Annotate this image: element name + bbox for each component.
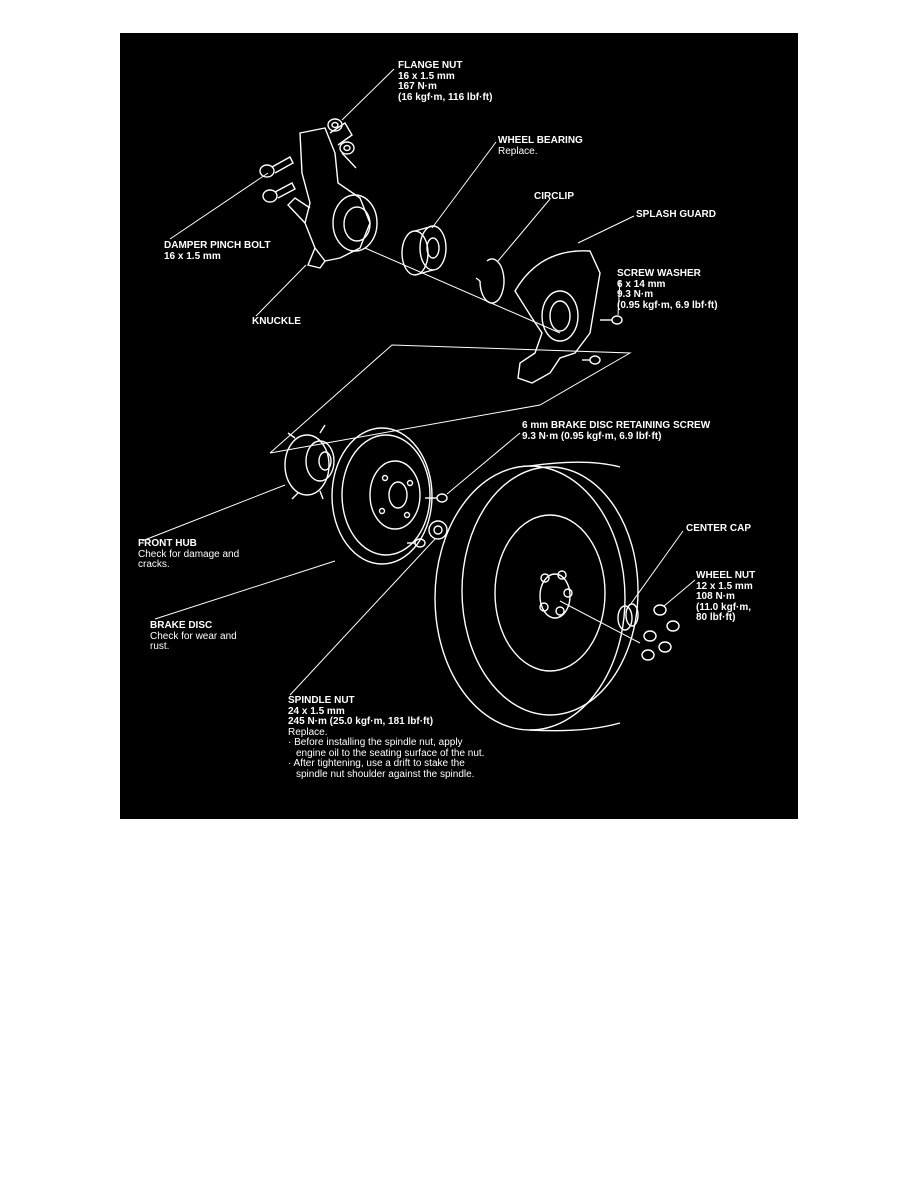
damper-pinch-bolt-part xyxy=(259,156,296,203)
callout-retaining-screw: 6 mm BRAKE DISC RETAINING SCREW 9.3 N·m … xyxy=(522,420,711,442)
flange-nut-torque: 167 N·m xyxy=(398,81,437,92)
callout-center-cap: CENTER CAP xyxy=(686,523,752,535)
flange-nut-part xyxy=(327,118,355,155)
exploded-view-illustration xyxy=(141,68,696,732)
callout-wheel-nut: WHEEL NUT 12 x 1.5 mm 108 N·m (11.0 kgf·… xyxy=(696,570,756,624)
screw-washer-size: 6 x 14 mm xyxy=(617,278,666,290)
callout-circlip: CIRCLIP xyxy=(534,191,574,203)
screw-washer-torque: 9.3 N·m xyxy=(617,289,654,300)
wheel-bearing-label: WHEEL BEARING xyxy=(498,135,583,146)
callout-brake-disc: BRAKE DISC Check for wear and rust. xyxy=(150,620,237,653)
center-cap-part xyxy=(617,603,639,631)
front-hub-label: FRONT HUB xyxy=(138,538,197,549)
spindle-nut-size: 24 x 1.5 mm xyxy=(288,705,345,717)
screw-washer-torque-alt: (0.95 kgf·m, 6.9 lbf·ft) xyxy=(617,299,718,311)
wheel-nut-torque: 108 N·m xyxy=(696,591,735,602)
flange-nut-torque-alt: (16 kgf·m, 116 lbf·ft) xyxy=(398,91,493,103)
splash-guard-part xyxy=(514,250,601,384)
wheel-nut-size: 12 x 1.5 mm xyxy=(696,580,753,592)
splash-guard-label: SPLASH GUARD xyxy=(636,209,717,220)
spindle-nut-part xyxy=(428,520,448,540)
brake-disc-part xyxy=(331,427,433,565)
callout-splash-guard: SPLASH GUARD xyxy=(636,209,717,221)
flange-nut-size: 16 x 1.5 mm xyxy=(398,70,455,82)
spindle-nut-label: SPINDLE NUT xyxy=(288,695,355,706)
knuckle-part xyxy=(287,122,378,269)
knuckle-label: KNUCKLE xyxy=(252,316,301,327)
front-hub-part xyxy=(284,424,335,500)
callout-spindle-nut: SPINDLE NUT 24 x 1.5 mm 245 N·m (25.0 kg… xyxy=(288,695,485,780)
spindle-nut-replace: Replace. xyxy=(288,726,328,738)
wheel-bearing-note: Replace. xyxy=(498,145,538,157)
retaining-screw-torque: 9.3 N·m (0.95 kgf·m, 6.9 lbf·ft) xyxy=(522,430,662,442)
circlip-part xyxy=(475,258,505,304)
callout-wheel-bearing: WHEEL BEARING Replace. xyxy=(498,135,583,157)
brake-disc-note-2: rust. xyxy=(150,641,170,652)
leader-lines xyxy=(141,68,696,696)
spindle-nut-note-2: engine oil to the seating surface of the… xyxy=(296,747,485,759)
flange-nut-label: FLANGE NUT xyxy=(398,60,463,71)
wheel-nut-label: WHEEL NUT xyxy=(696,570,756,581)
callout-knuckle: KNUCKLE xyxy=(252,316,301,328)
spindle-nut-note-4: spindle nut shoulder against the spindle… xyxy=(296,768,475,780)
brake-disc-note-1: Check for wear and xyxy=(150,630,237,642)
spindle-nut-note-3: · After tightening, use a drift to stake… xyxy=(288,758,465,769)
brake-disc-label: BRAKE DISC xyxy=(150,620,213,631)
wheel-nut-part xyxy=(641,604,680,661)
spindle-nut-torque: 245 N·m (25.0 kgf·m, 181 lbf·ft) xyxy=(288,716,434,727)
center-cap-label: CENTER CAP xyxy=(686,523,752,534)
wheel-bearing-part xyxy=(401,225,447,276)
retaining-screw-label: 6 mm BRAKE DISC RETAINING SCREW xyxy=(522,420,711,431)
front-hub-note-2: cracks. xyxy=(138,559,170,570)
retaining-screw-part xyxy=(407,493,448,548)
damper-pinch-bolt-label: DAMPER PINCH BOLT xyxy=(164,240,271,251)
wheel-nut-torque-alt-2: 80 lbf·ft) xyxy=(696,612,736,623)
wheel-nut-torque-alt-1: (11.0 kgf·m, xyxy=(696,601,752,613)
screw-washer-label: SCREW WASHER xyxy=(617,268,701,279)
callout-screw-washer: SCREW WASHER 6 x 14 mm 9.3 N·m (0.95 kgf… xyxy=(617,268,718,311)
diagram-panel: FLANGE NUT 16 x 1.5 mm 167 N·m (16 kgf·m… xyxy=(120,33,798,819)
callout-flange-nut: FLANGE NUT 16 x 1.5 mm 167 N·m (16 kgf·m… xyxy=(398,60,493,103)
circlip-label: CIRCLIP xyxy=(534,191,574,202)
spindle-nut-note-1: · Before installing the spindle nut, app… xyxy=(288,737,463,748)
front-hub-note-1: Check for damage and xyxy=(138,548,240,560)
callout-damper-pinch-bolt: DAMPER PINCH BOLT 16 x 1.5 mm xyxy=(164,240,271,262)
screw-washer-part xyxy=(582,315,623,365)
callout-front-hub: FRONT HUB Check for damage and cracks. xyxy=(138,538,240,571)
wheel-part xyxy=(434,461,639,732)
damper-pinch-bolt-size: 16 x 1.5 mm xyxy=(164,250,221,262)
